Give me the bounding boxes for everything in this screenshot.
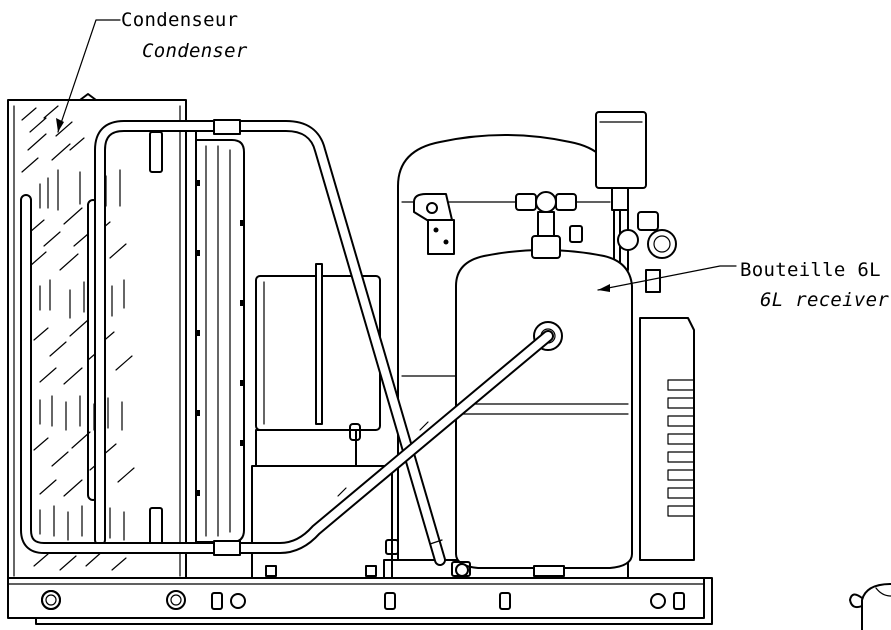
condenser-label-en: Condenser bbox=[142, 40, 248, 62]
fan-guard-clips bbox=[196, 180, 244, 496]
receiver-label-en: 6L receiver bbox=[760, 289, 890, 311]
receiver-label-fr: Bouteille 6L bbox=[740, 259, 881, 281]
refrigerant-pipes bbox=[20, 119, 554, 577]
condenser-label-fr: Condenseur bbox=[121, 9, 239, 31]
base-frame bbox=[7, 577, 713, 625]
coil-hatching bbox=[21, 105, 135, 571]
callout-leaders bbox=[56, 19, 737, 292]
service-valves bbox=[515, 111, 677, 293]
iso-view-icon bbox=[849, 583, 891, 630]
terminal-box-ribs bbox=[667, 379, 695, 517]
